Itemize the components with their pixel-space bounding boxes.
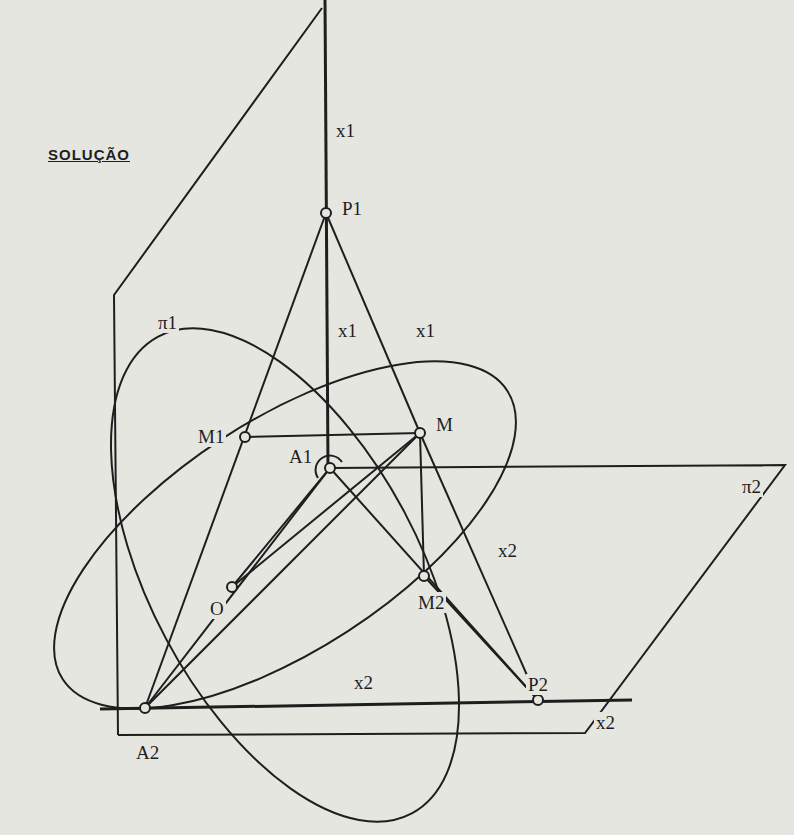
ellipse-locus [39, 273, 531, 835]
axis-label: x2 [352, 672, 375, 693]
axis-label: x2 [496, 540, 519, 561]
point-dot [415, 428, 425, 438]
construction-line [232, 433, 420, 587]
construction-line [420, 433, 424, 576]
point-label: A1 [287, 446, 314, 467]
point-label: O [208, 598, 226, 619]
plane-label: π1 [156, 312, 179, 333]
construction-line [232, 468, 330, 587]
plane-label: π2 [740, 476, 763, 497]
construction-line [145, 433, 420, 708]
construction-line [145, 213, 326, 708]
point-label: P2 [526, 674, 550, 695]
axis-label: x1 [414, 320, 437, 341]
point-dot [533, 695, 543, 705]
point-dot [321, 208, 331, 218]
point-dot [419, 571, 429, 581]
point-dot [227, 582, 237, 592]
point-dot [140, 703, 150, 713]
construction-line [326, 213, 420, 433]
construction-line [145, 468, 330, 708]
point-label: M1 [196, 426, 226, 447]
point-label: M [434, 414, 455, 435]
point-dot [325, 463, 335, 473]
point-label: P1 [340, 198, 364, 219]
axis-label: x2 [594, 712, 617, 733]
plane-outline [114, 8, 322, 735]
axis-line [325, 0, 328, 468]
construction-line [420, 433, 538, 700]
point-dot [240, 432, 250, 442]
point-label: A2 [134, 742, 161, 763]
heading-text: SOLUÇÃO [46, 146, 132, 163]
arc-mark [316, 456, 342, 478]
construction-line [330, 468, 538, 700]
axis-line [100, 700, 632, 709]
axis-label: x1 [334, 120, 357, 141]
point-label: M2 [416, 592, 446, 613]
axis-label: x1 [336, 320, 359, 341]
construction-line [245, 433, 420, 437]
